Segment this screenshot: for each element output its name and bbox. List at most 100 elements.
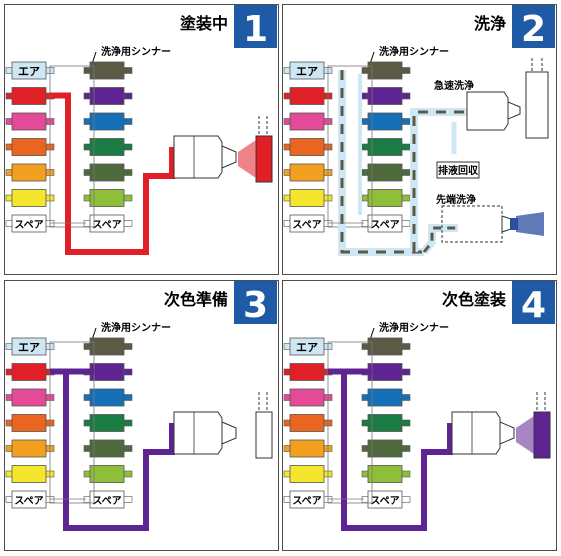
valve-olive [89,439,125,458]
valve-thinner [367,61,403,80]
valve-dkgreen [367,138,403,156]
valve-olive [89,163,125,182]
gun-box-empty [525,71,549,139]
manifold-outline [49,65,95,228]
thinner-label: 洗浄用シンナー [379,45,449,58]
valve-gold [289,439,325,458]
air-label: エア [18,65,40,78]
mist-core [510,218,518,230]
valve-spare [11,214,47,233]
valve-blue [89,388,125,407]
valve-red [11,87,47,105]
spray-gun-nozzle [221,145,237,169]
thinner-label: 洗浄用シンナー [101,45,171,58]
spare-label-left: スペア [292,495,321,507]
left-valve-stack [5,61,55,233]
valve-orange [11,138,47,156]
red-feed-line [50,92,188,255]
valve-yellow [11,465,47,483]
valve-ltgreen [89,189,125,207]
valve-blue [367,388,403,407]
valve-spare [11,490,47,509]
valve-air [11,61,47,80]
valve-red [289,87,325,105]
right-valve-stack [83,337,133,509]
step-number: 1 [243,9,268,50]
drain-label: 排液回収 [438,164,479,177]
valve-orange [289,414,325,432]
valve-pink [11,388,47,407]
purple-feed-line [328,368,466,531]
target-box [255,411,273,459]
valve-gold [11,439,47,458]
valve-dkgreen [89,138,125,156]
step-title: 次色準備 [164,290,228,309]
step-number: 2 [521,9,546,50]
thinner-wash-line [340,70,424,254]
valve-ltgreen [367,189,403,207]
step-number: 4 [521,285,546,326]
spare-label-right: スペア [92,219,121,231]
valve-spare [89,214,125,233]
valve-gold [289,163,325,182]
valve-thinner [89,337,125,356]
air-label: エア [18,341,40,354]
rapid-wash-nozzle [507,101,521,120]
valve-yellow [289,189,325,207]
step-title: 塗装中 [180,14,228,33]
valve-orange [11,414,47,432]
right-valve-stack [361,337,411,509]
valve-thinner [89,61,125,80]
valve-pink [289,388,325,407]
valve-ltgreen [367,465,403,483]
step-title: 次色塗装 [442,290,506,309]
valve-purple [367,363,403,381]
spare-label-right: スペア [370,219,399,231]
spare-label-right: スペア [92,495,121,507]
valve-blue [367,112,403,131]
valve-spare [89,490,125,509]
thinner-label: 洗浄用シンナー [379,321,449,334]
step-number: 3 [243,285,268,326]
valve-spare [289,490,325,509]
target-box [533,411,551,459]
purple-feed-line [50,368,188,531]
valve-olive [367,439,403,458]
spray-gun-nozzle [499,421,515,445]
spray-gun-body [451,411,501,455]
drain-box [436,161,480,179]
spare-label-left: スペア [14,219,43,231]
valve-air [289,337,325,356]
step-number-badge [512,281,555,324]
valve-pink [289,112,325,131]
panels-layer: 1塗装中洗浄用シンナーエアスペアスペア2洗浄洗浄用シンナーエアスペアスペア急速洗… [4,4,557,551]
right-valve-stack [361,61,411,233]
spray-gun-body [173,411,223,455]
valve-thinner [367,337,403,356]
valve-spare [367,490,403,509]
valve-red [289,363,325,381]
valve-orange [289,138,325,156]
air-label: エア [296,341,318,354]
spare-label-left: スペア [292,219,321,231]
rapid-wash-label: 急速洗浄 [434,79,474,92]
valve-spare [289,214,325,233]
valve-purple [89,87,125,105]
thinner-label: 洗浄用シンナー [101,321,171,334]
spray-mist [238,140,256,178]
wash-mist [516,212,544,236]
valve-blue [89,112,125,131]
panel-2: 2洗浄洗浄用シンナーエアスペアスペア急速洗浄排液回収先端洗浄 [282,4,557,275]
manifold-outline [327,65,373,228]
valve-olive [367,163,403,182]
valve-purple [89,363,125,381]
valve-yellow [11,189,47,207]
spare-label-right: スペア [370,495,399,507]
valve-gold [11,163,47,182]
left-valve-stack [5,337,55,509]
valve-pink [11,112,47,131]
valve-dkgreen [89,414,125,432]
valve-ltgreen [89,465,125,483]
